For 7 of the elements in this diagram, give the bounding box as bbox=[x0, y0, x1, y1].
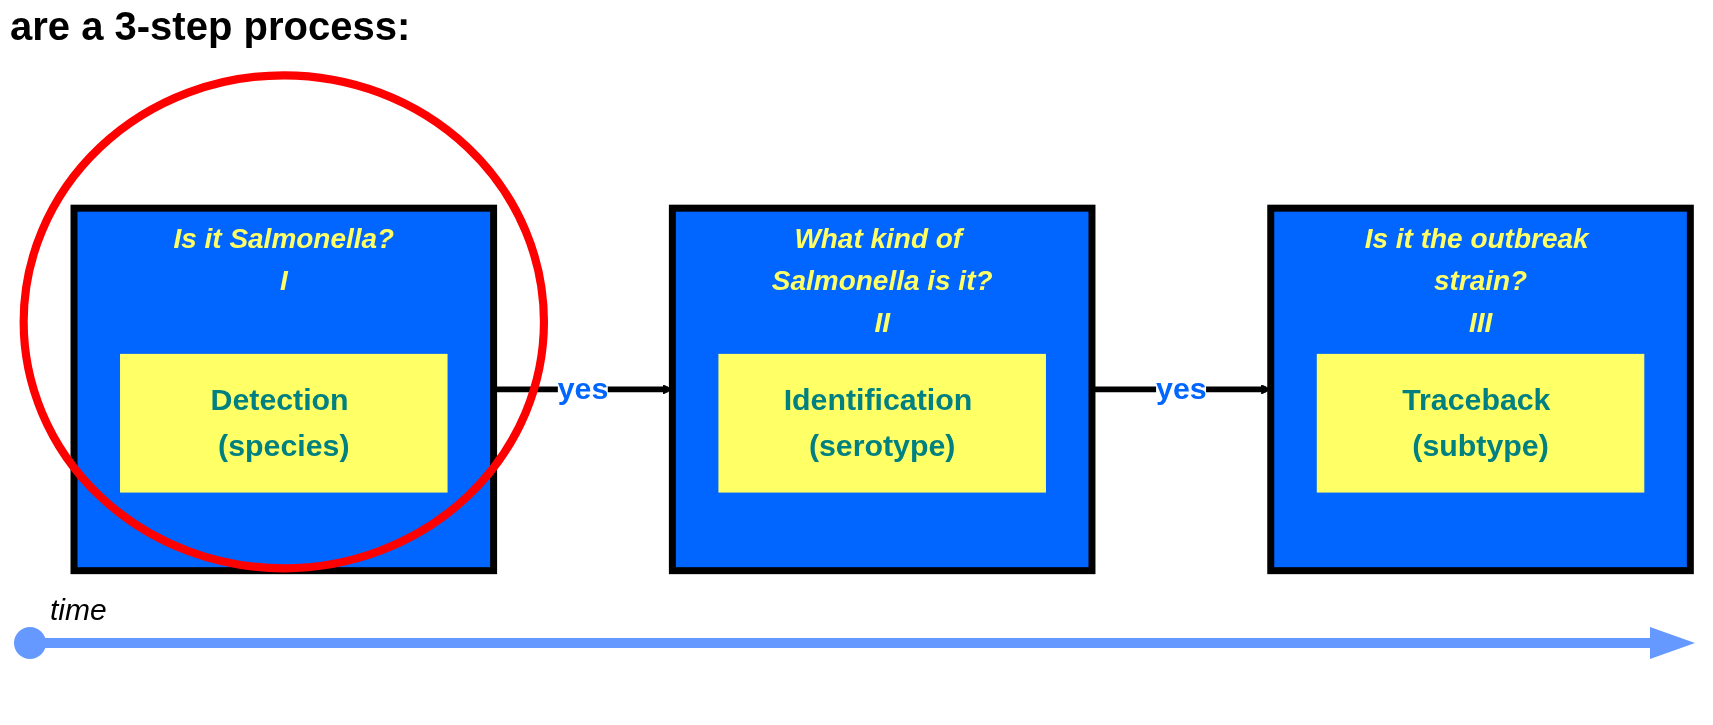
axis-label: time bbox=[50, 593, 107, 627]
node-box: Identification (serotype) bbox=[717, 353, 1046, 493]
node-box: Detection (species) bbox=[119, 353, 448, 493]
node-box: Traceback (subtype) bbox=[1316, 353, 1644, 493]
edge-label: yes bbox=[557, 371, 608, 407]
title: are a 3-step process: bbox=[10, 4, 412, 49]
edge-label: yes bbox=[1155, 371, 1207, 407]
